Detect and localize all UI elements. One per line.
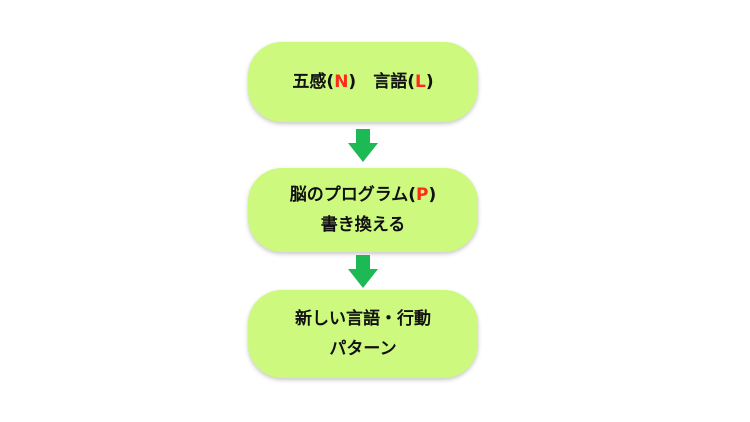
down-arrow-icon (348, 129, 378, 162)
box3-line2: パターン (329, 339, 397, 359)
box1-text-part1: 五感( (292, 72, 335, 92)
flow-box-brain-program: 脳のプログラム(P) 書き換える (248, 168, 478, 252)
box2-text-part2: ) (428, 185, 437, 205)
letter-l: L (414, 72, 426, 92)
letter-p: P (416, 185, 429, 205)
box2-line2: 書き換える (320, 215, 406, 235)
box1-text-part3: ) (425, 72, 434, 92)
box2-text-part1: 脳のプログラム( (289, 185, 416, 205)
box1-text-part2: ) 言語( (348, 72, 415, 92)
letter-n: N (334, 72, 349, 92)
flow-box-new-patterns: 新しい言語・行動 パターン (248, 290, 478, 378)
down-arrow-icon (348, 255, 378, 288)
box1-text: 五感(N) 言語(L) (292, 67, 433, 97)
box2-line1: 脳のプログラム(P) (290, 180, 437, 210)
flow-box-senses-language: 五感(N) 言語(L) (248, 42, 478, 122)
box3-line1: 新しい言語・行動 (295, 309, 431, 329)
